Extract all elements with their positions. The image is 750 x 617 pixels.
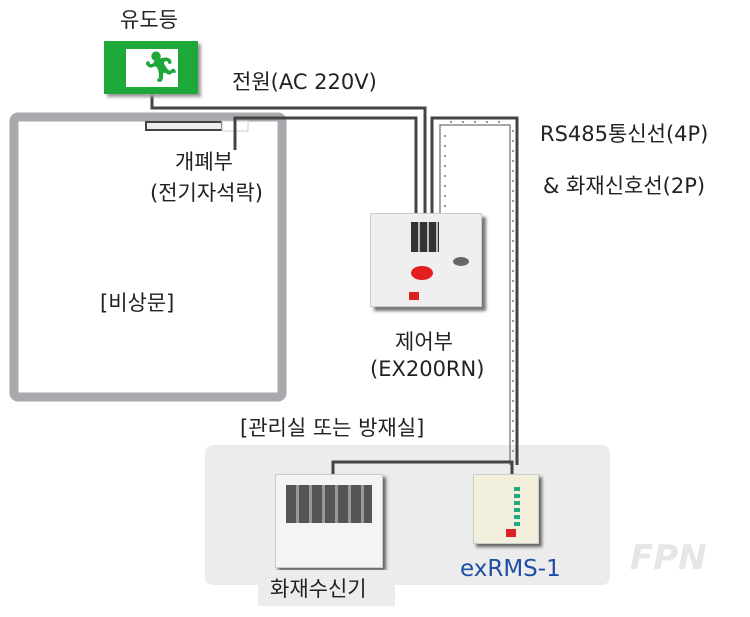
fire-receiver-device	[275, 474, 383, 568]
fire-line-label: & 화재신호선(2P)	[543, 174, 706, 198]
fire-receiver-label-bg	[258, 570, 395, 606]
running-man-icon: 🏃︎	[142, 50, 181, 85]
controller-label: 제어부	[395, 330, 453, 354]
brand-logo	[506, 529, 516, 537]
comm-wire-outer	[430, 116, 519, 465]
sensor	[453, 257, 469, 266]
exrms-label: exRMS-1	[460, 556, 561, 582]
fpn-watermark: FPN	[630, 538, 707, 578]
controller-device	[370, 213, 482, 307]
door-lock-label: 개폐부	[175, 150, 233, 174]
magnet-lock	[145, 121, 223, 131]
receiver-panel	[286, 485, 372, 523]
fire-signal-wire	[331, 460, 514, 478]
exit-sign: 🏃︎	[104, 41, 198, 94]
exit-power-wire	[150, 95, 427, 215]
door-lock-sub-label: (전기자석락)	[150, 181, 263, 205]
emergency-door	[9, 112, 287, 402]
control-room-label: [관리실 또는 방재실]	[240, 416, 425, 440]
exrms-device	[473, 474, 539, 544]
exit-light-label: 유도등	[120, 8, 178, 32]
power-label: 전원(AC 220V)	[232, 70, 377, 94]
status-leds	[514, 487, 520, 527]
emergency-door-label: [비상문]	[100, 291, 175, 315]
exit-door-icon	[126, 49, 178, 87]
brand-logo	[409, 292, 419, 300]
comm-wire-inner	[439, 124, 511, 465]
keypad	[411, 222, 439, 252]
comm-line-label: RS485통신선(4P)	[540, 122, 709, 146]
door-wire	[233, 116, 418, 215]
controller-model-label: (EX200RN)	[370, 357, 485, 381]
fire-receiver-label: 화재수신기	[270, 577, 367, 601]
emergency-button	[411, 266, 433, 280]
